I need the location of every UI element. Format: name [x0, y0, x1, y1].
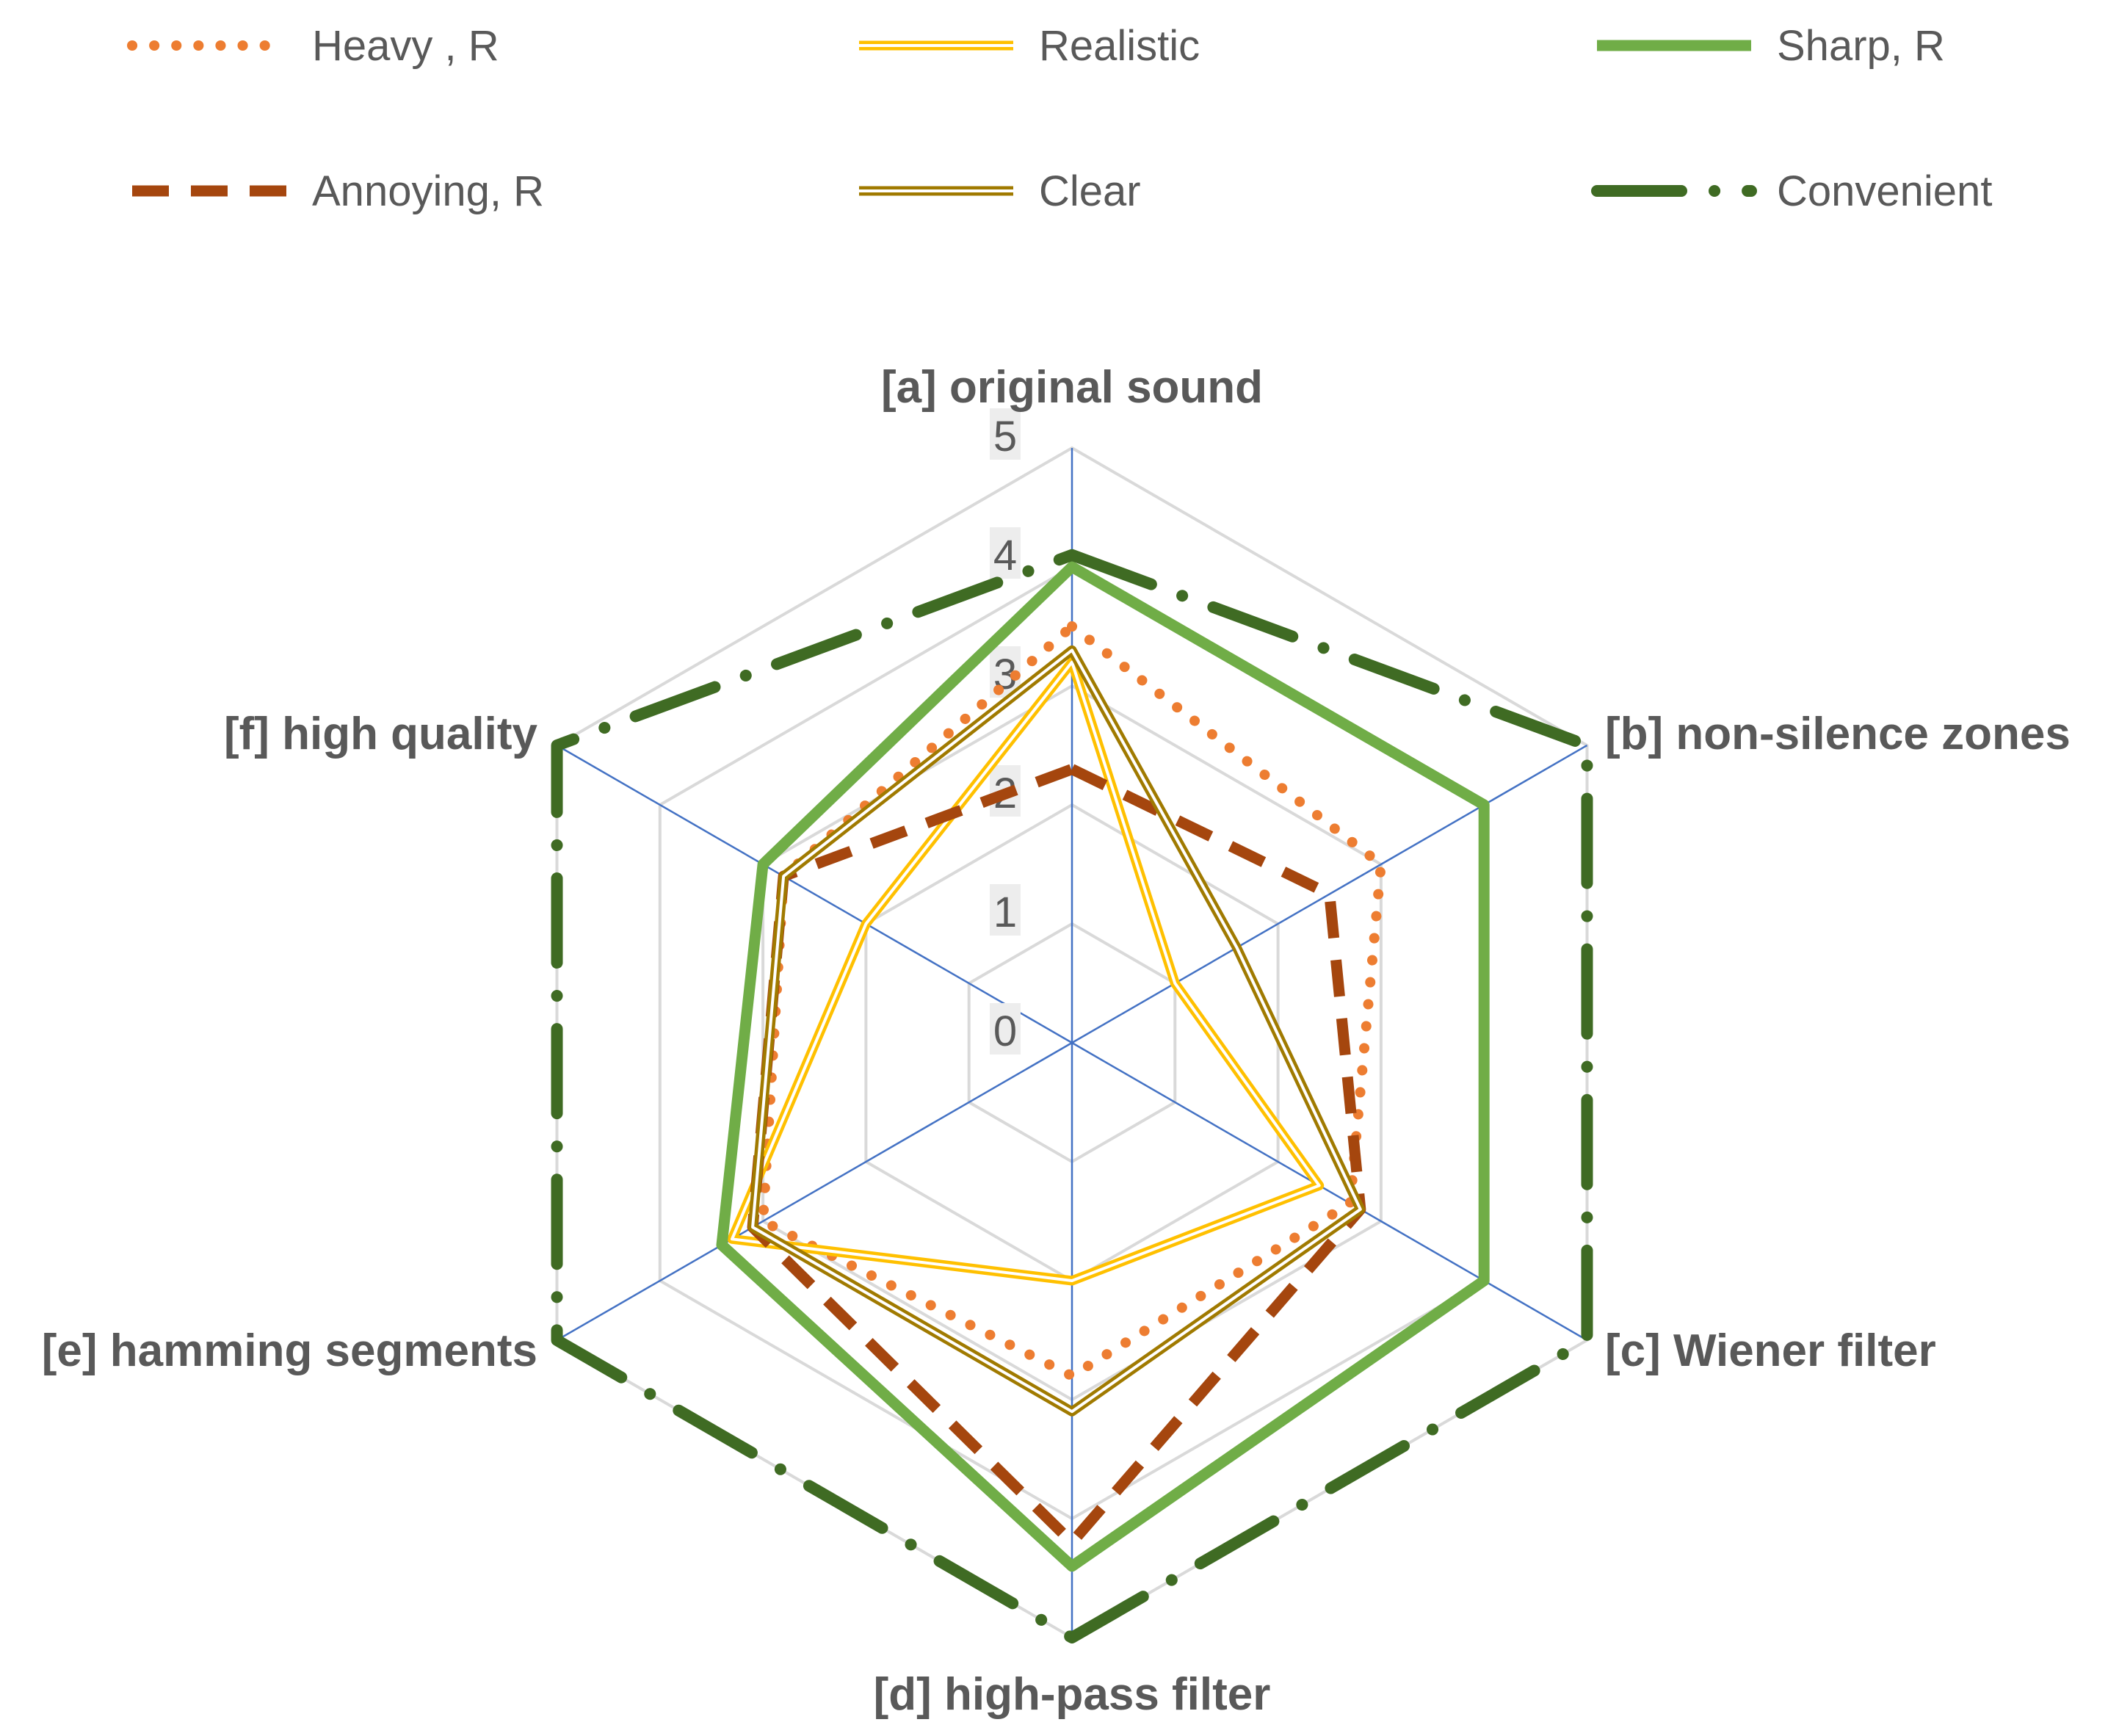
- series-line-inner-clear: [751, 648, 1362, 1414]
- tick-label: 1: [993, 889, 1017, 936]
- series-line-inner-realistic: [731, 660, 1321, 1282]
- tick-label: 0: [993, 1008, 1017, 1055]
- legend-label: Realistic: [1039, 22, 1200, 70]
- axis-label-b-non-silence-zones: [b] non-silence zones: [1605, 709, 2071, 759]
- tick-label-bg: [990, 1003, 1021, 1055]
- tick-label: 5: [993, 413, 1017, 460]
- axis-label-a-original-sound: [a] original sound: [881, 362, 1263, 413]
- legend: Heavy , R Realistic Sharp, R Annoying, R Cle…: [127, 22, 1992, 215]
- legend-item-clear: Clear: [859, 167, 1141, 215]
- legend-item-annoying-r: Annoying, R: [132, 167, 544, 215]
- spoke-f-high-quality: [556, 744, 1073, 1044]
- axis-labels: [a] original sound [b] non-silence zones […: [42, 362, 2071, 1720]
- tick-label: 4: [993, 532, 1017, 579]
- series-layer: [551, 549, 1593, 1643]
- axis-label-c-wiener-filter: [c] Wiener filter: [1605, 1325, 1936, 1376]
- legend-label: Sharp, R: [1777, 22, 1945, 70]
- series-convenient: [551, 549, 1593, 1643]
- legend-item-convenient: Convenient: [1591, 167, 1992, 215]
- tick-label-bg: [990, 408, 1021, 460]
- axis-label-f-high-quality: [f] high quality: [224, 709, 538, 759]
- legend-label: Annoying, R: [312, 167, 544, 215]
- spoke-e-hamming-segments: [556, 1041, 1073, 1342]
- spoke-b-non-silence-zones: [1071, 744, 1588, 1044]
- spoke-c-wiener-filter: [1071, 1041, 1588, 1342]
- series-line-convenient: [551, 549, 1593, 1643]
- legend-item-sharp-r: Sharp, R: [1597, 22, 1945, 70]
- tick-label-bg: [990, 527, 1021, 579]
- series-sharp-r: [716, 561, 1490, 1572]
- radar-spokes: [556, 448, 1588, 1638]
- legend-label: Clear: [1039, 167, 1141, 215]
- series-realistic: [727, 657, 1325, 1286]
- series-line-clear: [747, 645, 1366, 1417]
- series-line-sharp-r: [716, 561, 1490, 1572]
- axis-label-d-high-pass-filter: [d] high-pass filter: [874, 1669, 1271, 1720]
- legend-label: Heavy , R: [312, 22, 499, 70]
- series-clear: [747, 645, 1366, 1417]
- legend-item-heavy-r: Heavy , R: [127, 22, 499, 70]
- tick-label-bg: [990, 884, 1021, 936]
- axis-label-e-hamming-segments: [e] hamming segments: [42, 1325, 537, 1376]
- legend-label: Convenient: [1777, 167, 1992, 215]
- legend-item-realistic: Realistic: [859, 22, 1200, 70]
